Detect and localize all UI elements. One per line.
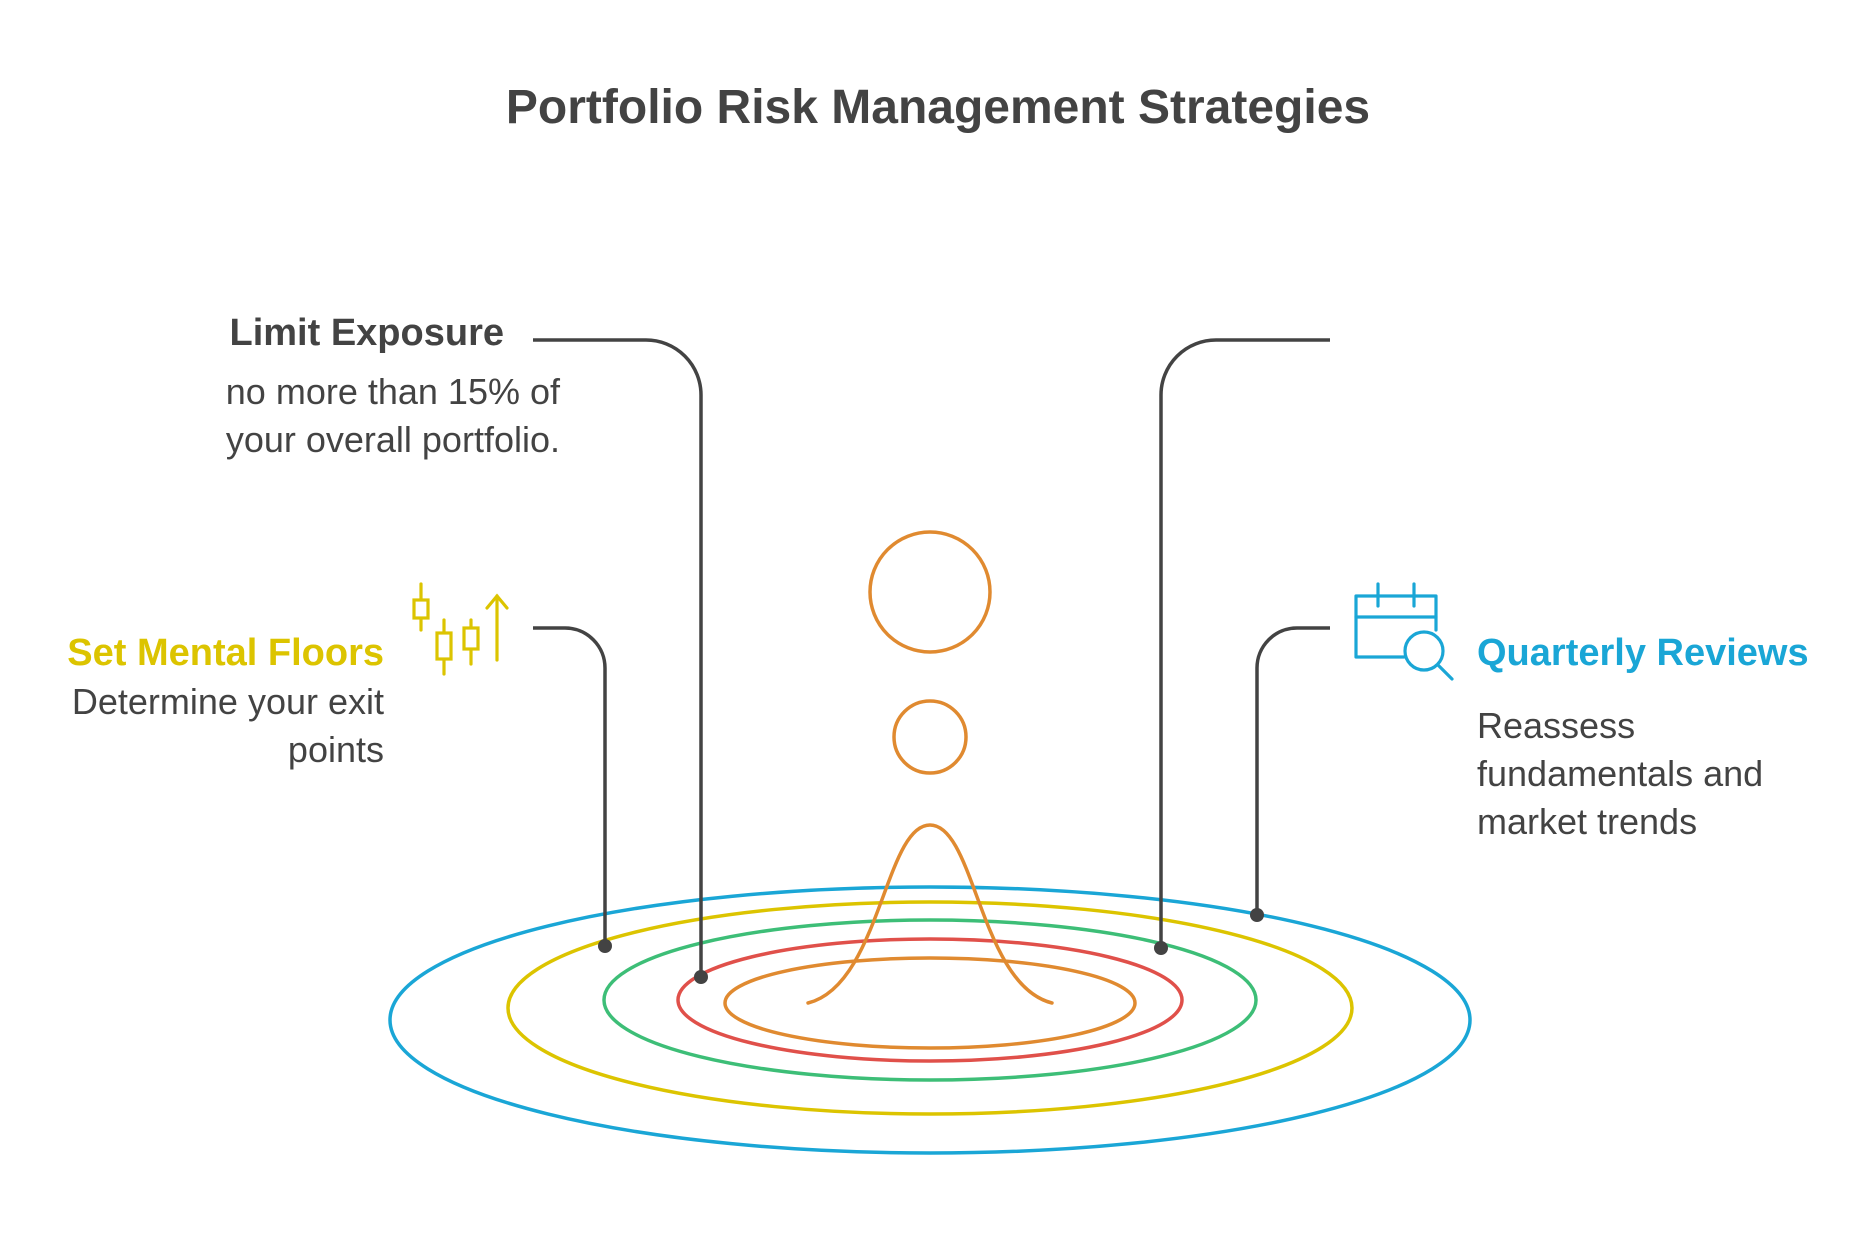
limit-exposure-line-2: your overall portfolio. (225, 419, 560, 460)
ring-red (676, 937, 1184, 1063)
ring-inner (723, 956, 1137, 1050)
connector-set-mental-floors (533, 626, 607, 946)
connector-dot-quarterly-reviews (1250, 908, 1264, 922)
drop-large (868, 530, 992, 654)
quarterly-reviews-line-3: market trends (1477, 801, 1698, 842)
set-mental-floors-line-1: Determine your exit (71, 681, 384, 722)
connector-dot-set-mental-floors (598, 939, 612, 953)
connector-dot-top-right (1154, 941, 1168, 955)
connector-limit-exposure (533, 338, 703, 977)
quarterly-reviews-line-2: fundamentals and (1477, 753, 1764, 794)
diagram-title: Portfolio Risk Management Strategies (505, 81, 1371, 134)
limit-exposure-description: no more than 15% of your overall portfol… (140, 368, 560, 464)
connector-dot-limit-exposure (694, 970, 708, 984)
connector-quarterly-reviews (1255, 626, 1330, 915)
quarterly-reviews-line-1: Reassess (1477, 705, 1636, 746)
connector-top-right (1159, 338, 1330, 948)
quarterly-reviews-heading: Quarterly Reviews (1477, 632, 1809, 674)
set-mental-floors-heading: Set Mental Floors (67, 632, 384, 674)
drop-splash (806, 823, 1054, 1005)
quarterly-reviews-description: Reassess fundamentals and market trends (1477, 702, 1857, 846)
limit-exposure-heading: Limit Exposure (229, 312, 505, 354)
calendar-search-icon (1354, 582, 1454, 681)
ring-outer (388, 885, 1472, 1155)
set-mental-floors-description: Determine your exit points (0, 678, 384, 774)
ring-yellow (506, 900, 1354, 1116)
ring-green (602, 918, 1258, 1082)
set-mental-floors-line-2: points (287, 729, 384, 770)
limit-exposure-line-1: no more than 15% of (225, 371, 560, 412)
candlestick-chart-icon (412, 582, 509, 676)
drop-small (892, 699, 968, 775)
